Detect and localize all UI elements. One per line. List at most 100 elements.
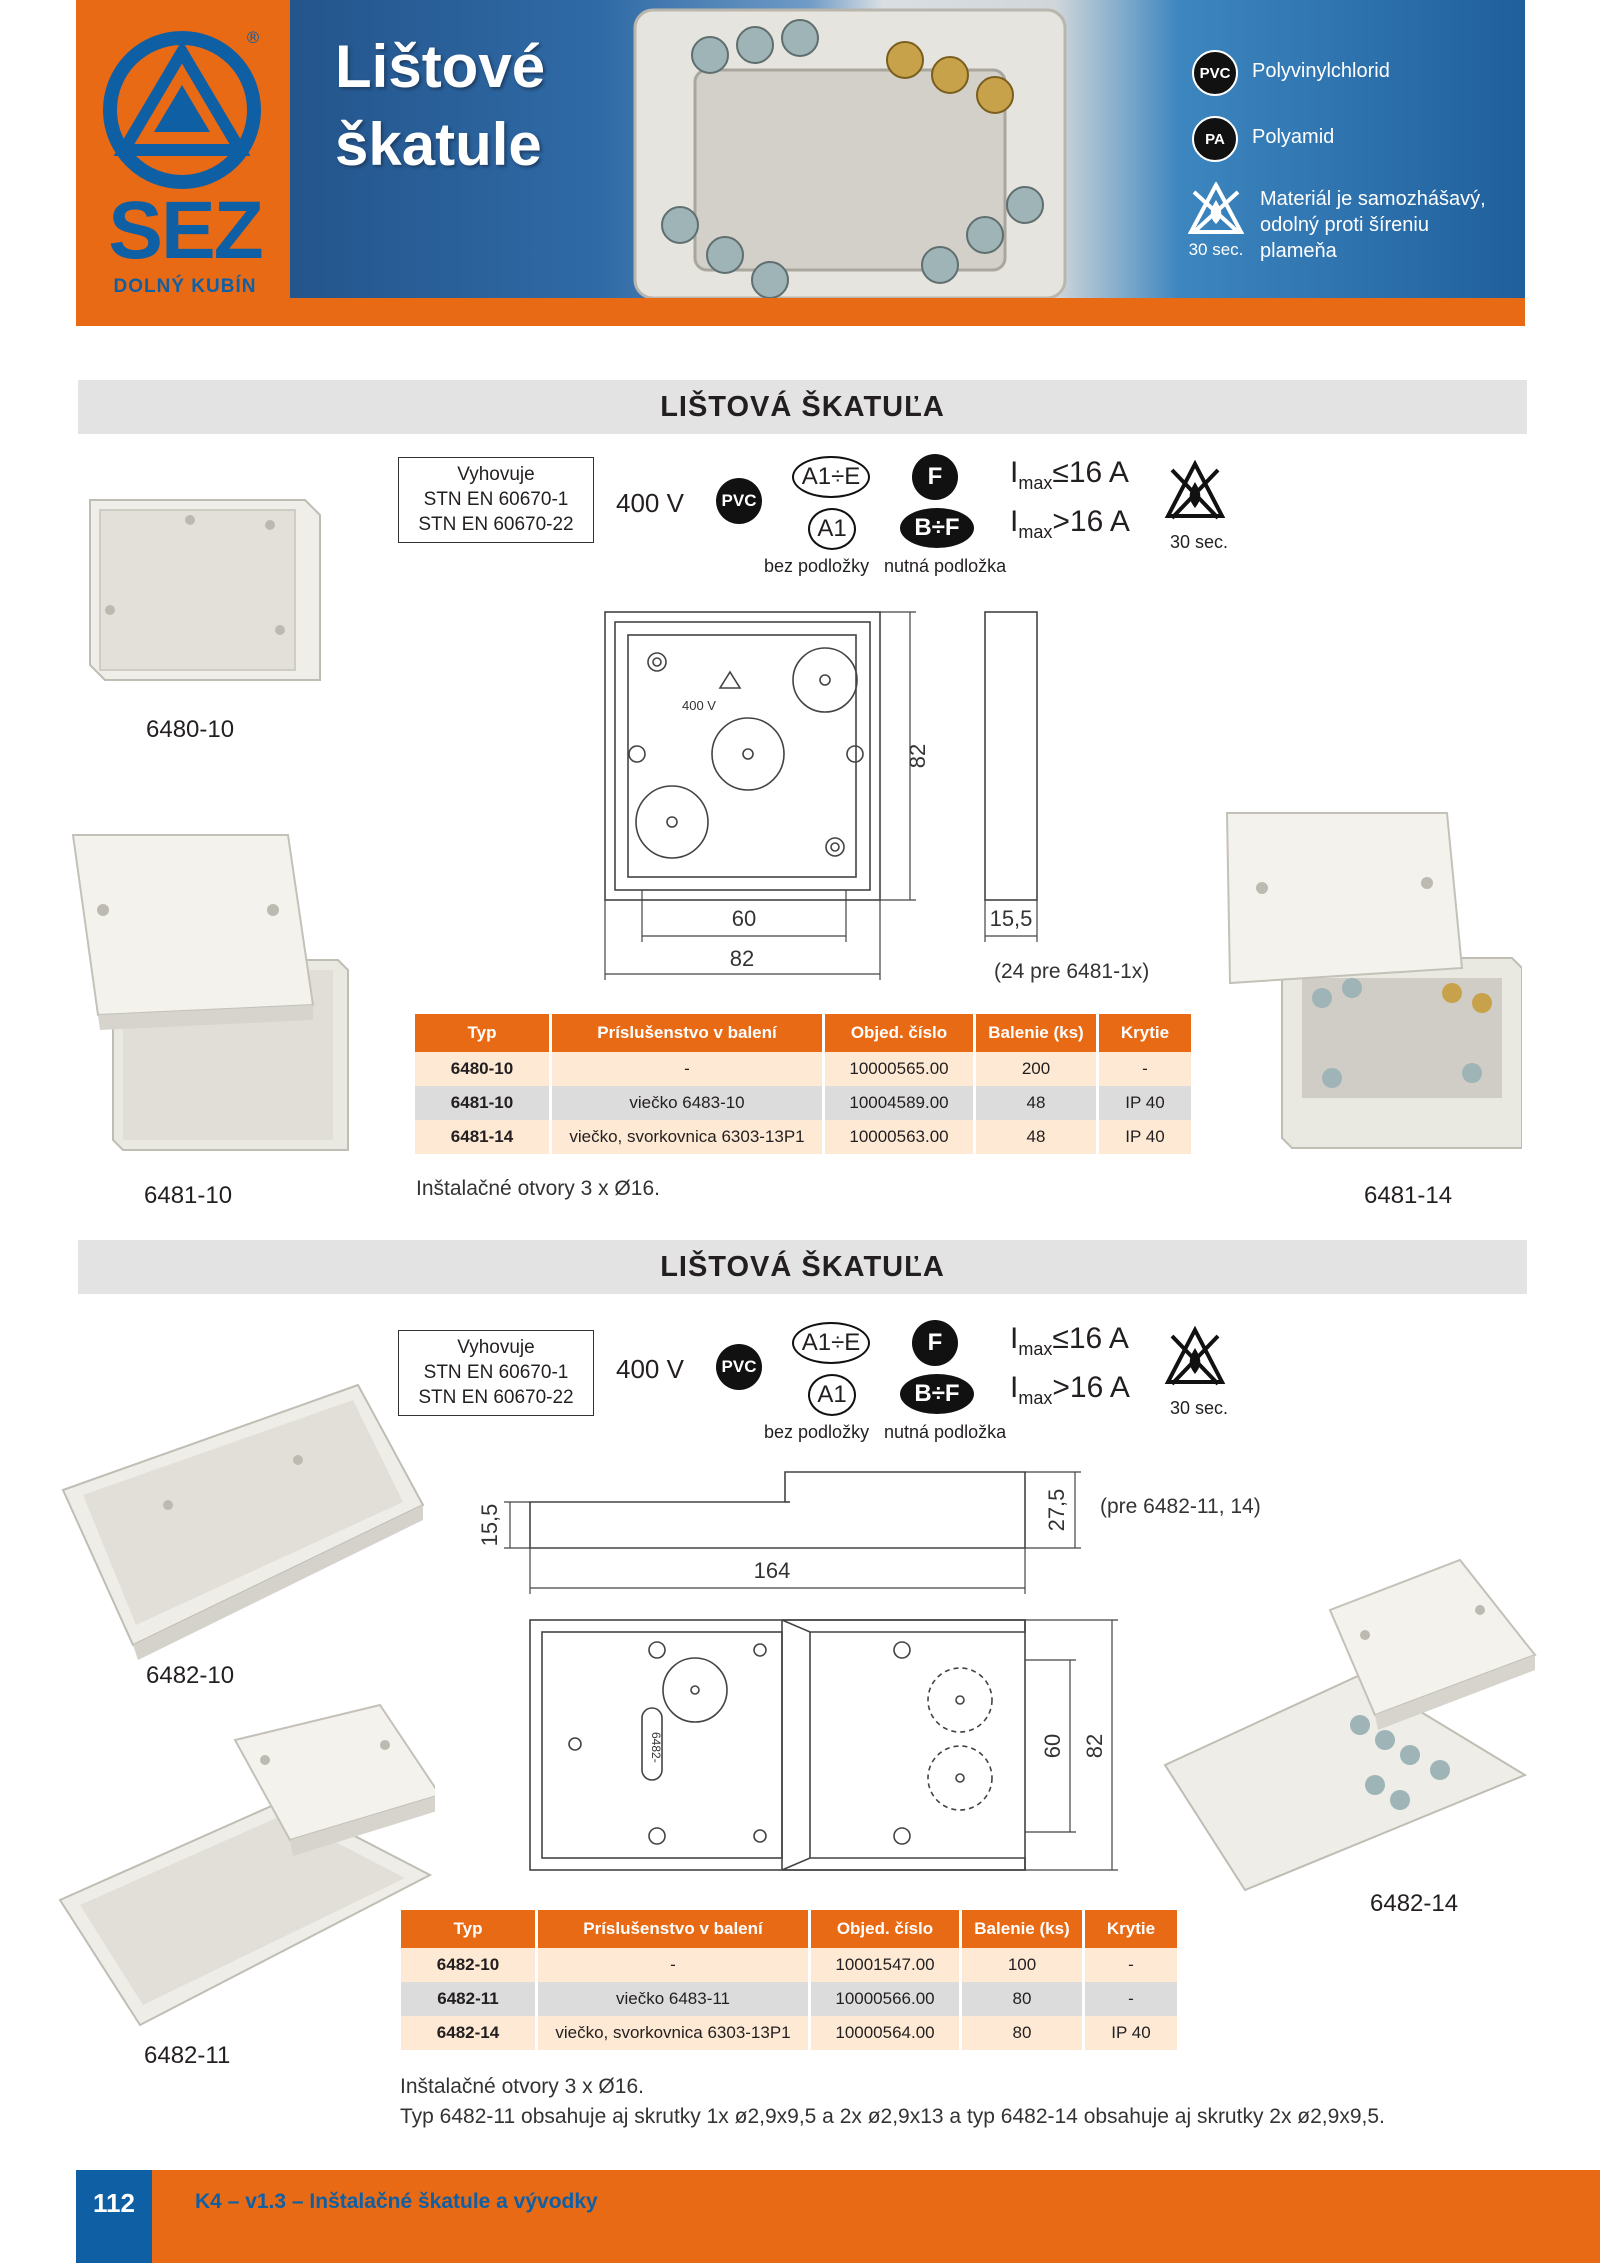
pa-badge-icon: PA xyxy=(1192,116,1238,162)
product-label-6480-10: 6480-10 xyxy=(146,716,235,743)
dim-width-82: 82 xyxy=(730,946,754,971)
col-header-order-number: Objed. číslo xyxy=(825,1014,973,1052)
legend-pa-text: Polyamid xyxy=(1252,126,1335,148)
lid-note: (pre 6482-11, 14) xyxy=(1100,1495,1261,1518)
section-1-technical-drawing: 400 V 82 60 82 15,5 xyxy=(604,611,1038,980)
flame-seconds: 30 sec. xyxy=(1170,1398,1229,1418)
banner-product-photo xyxy=(633,8,1067,298)
dim-inner-60: 60 xyxy=(1040,1734,1065,1758)
photo-6481-10 xyxy=(71,834,349,1151)
class-f-badge: F xyxy=(912,1320,958,1366)
class-bf-badge: B÷F xyxy=(900,1374,974,1414)
dim-outer-82: 82 xyxy=(1082,1734,1107,1758)
dim-inner-60: 60 xyxy=(732,906,756,931)
class-a1e-badge: A1÷E xyxy=(792,1322,870,1364)
imax-le-16a: Imax≤16 A xyxy=(1010,456,1129,493)
pvc-badge-icon: PVC xyxy=(716,1344,762,1390)
cell-order-number: 10000563.00 xyxy=(825,1120,973,1154)
pvc-badge-icon: PVC xyxy=(1192,50,1238,96)
section-1-product-table: Typ Príslušenstvo v balení Objed. číslo … xyxy=(412,1014,1194,1154)
cell-accessories: viečko, svorkovnica 6303-13P1 xyxy=(552,1120,822,1154)
col-header-order-number: Objed. číslo xyxy=(811,1910,959,1948)
photo-6482-14 xyxy=(1163,1558,1537,1892)
photo-6480-10 xyxy=(89,499,321,681)
col-header-packing: Balenie (ks) xyxy=(976,1014,1096,1052)
flame-seconds: 30 sec. xyxy=(1170,532,1229,552)
depth-note: (24 pre 6481-1x) xyxy=(994,960,1150,983)
conformity-line: Vyhovuje xyxy=(457,1337,535,1358)
section-2-technical-drawing: 6482- 15,5 27,5 164 60 82 xyxy=(477,1471,1118,1871)
product-label-6481-14: 6481-14 xyxy=(1364,1182,1453,1209)
logo-text: SEZ xyxy=(108,185,263,276)
class-a1-badge: A1 xyxy=(808,508,856,550)
cell-packing: 48 xyxy=(976,1086,1096,1120)
banner-title: Lištové škatule xyxy=(335,28,545,184)
cell-typ: 6482-10 xyxy=(401,1948,535,1982)
conformity-line: STN EN 60670-1 xyxy=(423,489,569,510)
label-with-base: nutná podložka xyxy=(884,1422,1007,1442)
col-header-protection: Krytie xyxy=(1099,1014,1191,1052)
legend-pvc-text: Polyvinylchlorid xyxy=(1252,60,1390,82)
cell-protection: IP 40 xyxy=(1099,1120,1191,1154)
drawing-voltage-mark: 400 V xyxy=(682,698,716,713)
col-header-protection: Krytie xyxy=(1085,1910,1177,1948)
cell-protection: - xyxy=(1085,1948,1177,1982)
cell-typ: 6480-10 xyxy=(415,1052,549,1086)
table-header-row: Typ Príslušenstvo v balení Objed. číslo … xyxy=(401,1910,1177,1948)
photo-6482-11 xyxy=(58,1703,435,2027)
logo-subtitle: DOLNÝ KUBÍN xyxy=(113,276,257,297)
cell-order-number: 10004589.00 xyxy=(825,1086,973,1120)
cell-accessories: viečko 6483-11 xyxy=(538,1982,808,2016)
flame-retardant-icon xyxy=(1187,180,1245,234)
cell-typ: 6482-11 xyxy=(401,1982,535,2016)
cell-order-number: 10000565.00 xyxy=(825,1052,973,1086)
label-without-base: bez podložky xyxy=(764,1422,870,1442)
footnote-line: Typ 6482-11 obsahuje aj skrutky 1x ø2,9x… xyxy=(400,2105,1385,2128)
footer-chapter-text: K4 – v1.3 – Inštalačné škatule a vývodky xyxy=(195,2190,598,2213)
banner-title-line2: škatule xyxy=(335,111,542,178)
cell-packing: 80 xyxy=(962,2016,1082,2050)
cell-accessories: - xyxy=(552,1052,822,1086)
cell-order-number: 10000564.00 xyxy=(811,2016,959,2050)
product-label-6482-11: 6482-11 xyxy=(144,2042,231,2069)
section-1-title: LIŠTOVÁ ŠKATUĽA xyxy=(78,380,1527,434)
photo-6482-10 xyxy=(61,1383,425,1660)
cell-typ: 6481-10 xyxy=(415,1086,549,1120)
cell-typ: 6482-14 xyxy=(401,2016,535,2050)
dim-lid-height: 27,5 xyxy=(1044,1489,1069,1532)
section-1-voltage: 400 V xyxy=(616,488,684,518)
photo-6481-14 xyxy=(1225,812,1522,1149)
imax-le-16a: Imax≤16 A xyxy=(1010,1322,1129,1359)
conformity-line: Vyhovuje xyxy=(457,464,535,485)
class-f-badge: F xyxy=(912,454,958,500)
cell-typ: 6481-14 xyxy=(415,1120,549,1154)
cell-protection: IP 40 xyxy=(1099,1086,1191,1120)
cell-packing: 100 xyxy=(962,1948,1082,1982)
page-number: 112 xyxy=(76,2170,152,2263)
flame-retardant-icon xyxy=(1164,460,1226,520)
table-row: 6482-11 viečko 6483-11 10000566.00 80 - xyxy=(401,1982,1177,2016)
dim-depth: 15,5 xyxy=(990,906,1033,931)
col-header-accessories: Príslušenstvo v balení xyxy=(552,1014,822,1052)
banner-title-line1: Lištové xyxy=(335,33,546,100)
imax-gt-16a: Imax>16 A xyxy=(1010,1371,1130,1408)
conformity-line: STN EN 60670-1 xyxy=(423,1362,569,1383)
col-header-packing: Balenie (ks) xyxy=(962,1910,1082,1948)
terminal-screws xyxy=(661,19,1044,298)
footer-band xyxy=(76,2170,1600,2263)
table-row: 6481-10 viečko 6483-10 10004589.00 48 IP… xyxy=(415,1086,1191,1120)
cell-accessories: viečko 6483-10 xyxy=(552,1086,822,1120)
table-header-row: Typ Príslušenstvo v balení Objed. číslo … xyxy=(415,1014,1191,1052)
sez-logo-icon xyxy=(103,31,261,189)
cell-protection: - xyxy=(1085,1982,1177,2016)
imax-gt-16a: Imax>16 A xyxy=(1010,505,1130,542)
class-a1e-badge: A1÷E xyxy=(792,456,870,498)
cell-accessories: - xyxy=(538,1948,808,1982)
dim-side-height: 15,5 xyxy=(477,1504,502,1547)
section-1-footnote: Inštalačné otvory 3 x Ø16. xyxy=(416,1177,660,1200)
dim-height-82: 82 xyxy=(905,744,930,768)
dim-length-164: 164 xyxy=(754,1558,791,1583)
conformity-line: STN EN 60670-22 xyxy=(418,1387,574,1408)
cell-protection: IP 40 xyxy=(1085,2016,1177,2050)
pvc-badge-icon: PVC xyxy=(716,478,762,524)
